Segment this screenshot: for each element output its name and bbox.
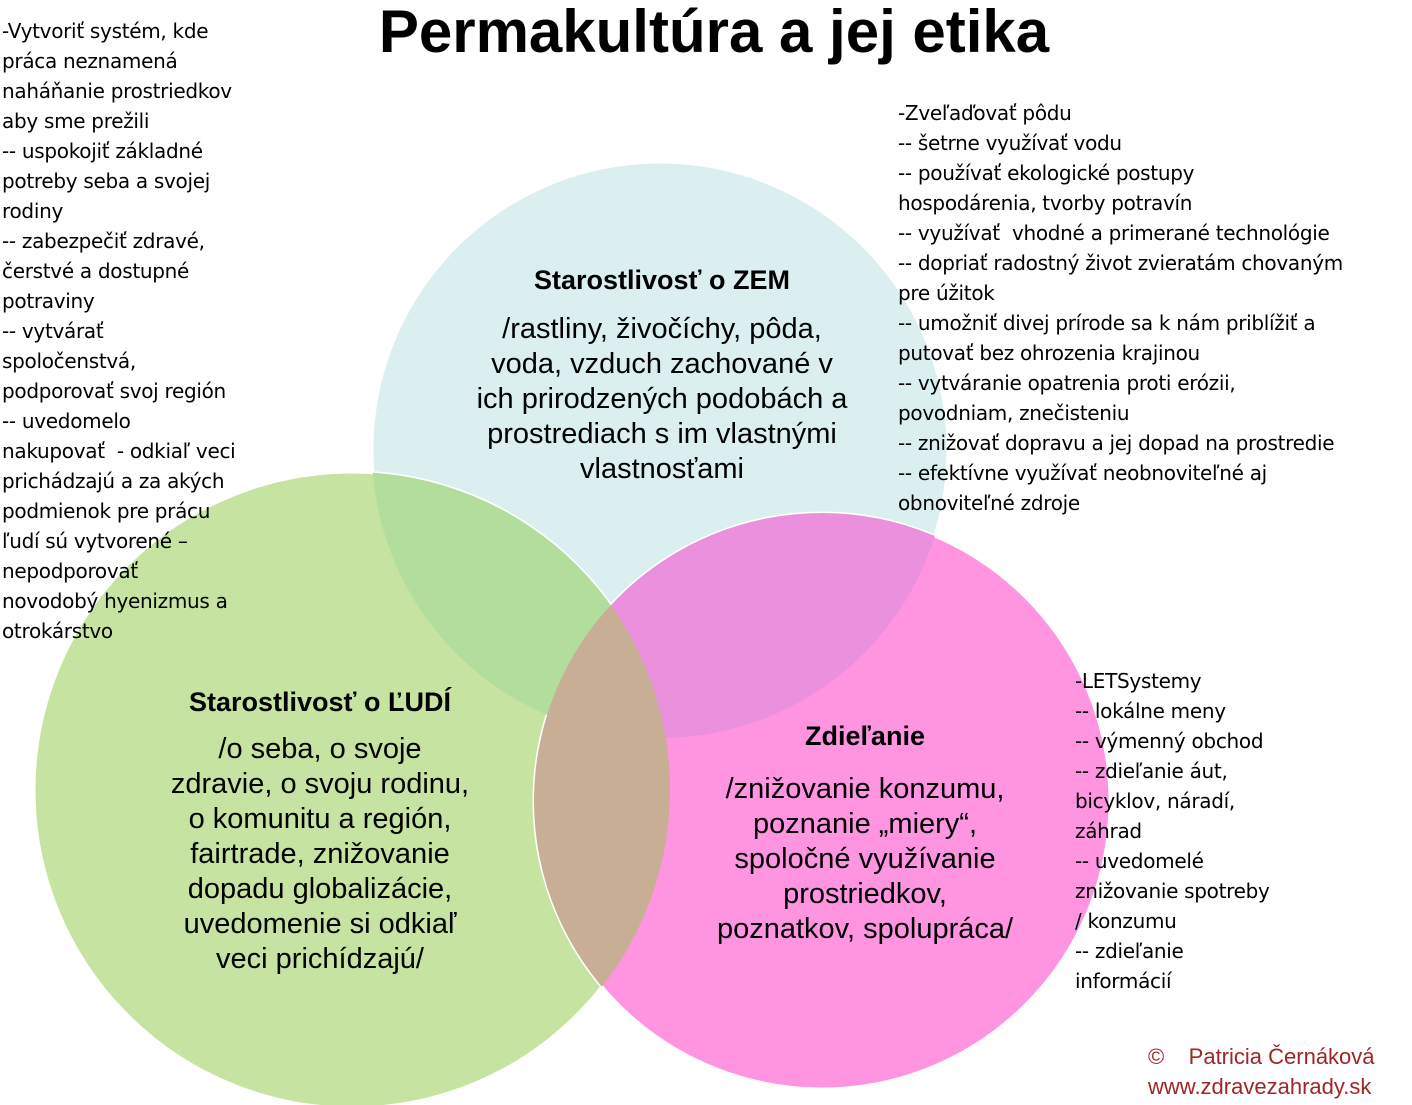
earth-note-line: povodniam, znečisteniu — [898, 401, 1130, 425]
people-note-line: spoločenstvá, — [2, 349, 136, 373]
share-note-line: -- uvedomelé — [1075, 849, 1204, 873]
share-note-line: / konzumu — [1075, 909, 1177, 933]
earth-note-line: hospodárenia, tvorby potravín — [898, 191, 1193, 215]
share-note-line: bicyklov, náradí, — [1075, 789, 1235, 813]
people-note-line: potraviny — [2, 289, 95, 313]
share-label: Zdieľanie /znižovanie konzumu, poznanie … — [660, 718, 1070, 947]
share-note-line: -LETSystemy — [1075, 669, 1202, 693]
earth-note-line: -- dopriať radostný život zvieratám chov… — [898, 251, 1343, 275]
share-note-line: znižovanie spotreby — [1075, 879, 1270, 903]
share-notes: -LETSystemy -- lokálne meny -- výmenný obc… — [1075, 666, 1270, 996]
people-note-line: -- uspokojiť základné — [2, 139, 203, 163]
people-note-line: novodobý hyenizmus a — [2, 589, 228, 613]
earth-note-line: obnoviteľné zdroje — [898, 491, 1080, 515]
people-note-line: potreby seba a svojej — [2, 169, 211, 193]
earth-note-line: putovať bez ohrozenia krajinou — [898, 341, 1200, 365]
people-note-line: -- vytvárať — [2, 319, 104, 343]
earth-share-overlap — [534, 513, 948, 738]
earth-people-overlap — [372, 472, 670, 738]
people-note-line: rodiny — [2, 199, 63, 223]
earth-heading: Starostlivosť o ZEM — [534, 265, 790, 295]
earth-notes: -Zveľaďovať pôdu -- šetrne využívať vodu -… — [898, 98, 1343, 518]
people-note-line: aby sme prežili — [2, 109, 150, 133]
share-description: /znižovanie konzumu, poznanie „miery“, s… — [716, 773, 1014, 945]
earth-note-line: -Zveľaďovať pôdu — [898, 101, 1072, 125]
share-heading: Zdieľanie — [805, 721, 925, 751]
earth-note-line: -- umožniť divej prírode sa k nám priblí… — [898, 311, 1316, 335]
people-note-line: -Vytvoriť systém, kde — [2, 19, 209, 43]
earth-note-line: -- používať ekologické postupy — [898, 161, 1195, 185]
earth-note-line: -- šetrne využívať vodu — [898, 131, 1122, 155]
share-note-line: -- lokálne meny — [1075, 699, 1226, 723]
people-note-line: -- zabezpečiť zdravé, — [2, 229, 205, 253]
people-note-line: otrokárstvo — [2, 619, 113, 643]
copyright-notice: © Patricia Černáková www.zdravezahrady.s… — [1148, 1044, 1375, 1099]
people-heading: Starostlivosť o ĽUDÍ — [189, 687, 451, 717]
share-note-line: -- zdieľanie áut, — [1075, 759, 1228, 783]
page-title: Permakultúra a jej etika — [378, 0, 1050, 65]
people-note-line: nakupovať - odkiaľ veci — [2, 439, 236, 463]
people-note-line: podmienok pre prácu — [2, 499, 211, 523]
share-note-line: -- zdieľanie — [1075, 939, 1184, 963]
people-note-line: nepodporovať — [2, 559, 138, 583]
earth-note-line: -- efektívne využívať neobnoviteľné aj — [898, 461, 1267, 485]
people-notes: -Vytvoriť systém, kde práca neznamená nahá… — [2, 16, 236, 646]
share-note-line: informácií — [1075, 969, 1172, 993]
earth-note-line: pre úžitok — [898, 281, 995, 305]
share-note-line: záhrad — [1075, 819, 1142, 843]
earth-note-line: -- vytváranie opatrenia proti erózii, — [898, 371, 1236, 395]
people-note-line: prichádzajú a za akých — [2, 469, 225, 493]
people-note-line: naháňanie prostriedkov — [2, 79, 232, 103]
people-note-line: -- uvedomelo — [2, 409, 131, 433]
earth-note-line: -- využívať vhodné a primerané technológ… — [898, 221, 1330, 245]
earth-note-line: -- znižovať dopravu a jej dopad na prost… — [898, 431, 1335, 455]
people-label: Starostlivosť o ĽUDÍ /o seba, o svoje zd… — [130, 684, 510, 977]
people-description: /o seba, o svoje zdravie, o svoju rodinu… — [170, 733, 470, 975]
people-note-line: podporovať svoj región — [2, 379, 226, 403]
share-note-line: -- výmenný obchod — [1075, 729, 1264, 753]
earth-label: Starostlivosť o ZEM /rastliny, živočíchy… — [432, 262, 892, 487]
people-note-line: práca neznamená — [2, 49, 178, 73]
people-note-line: čerstvé a dostupné — [2, 259, 190, 283]
people-note-line: ľudí sú vytvorené – — [2, 529, 188, 553]
earth-description: /rastliny, živočíchy, pôda, voda, vzduch… — [476, 313, 848, 485]
